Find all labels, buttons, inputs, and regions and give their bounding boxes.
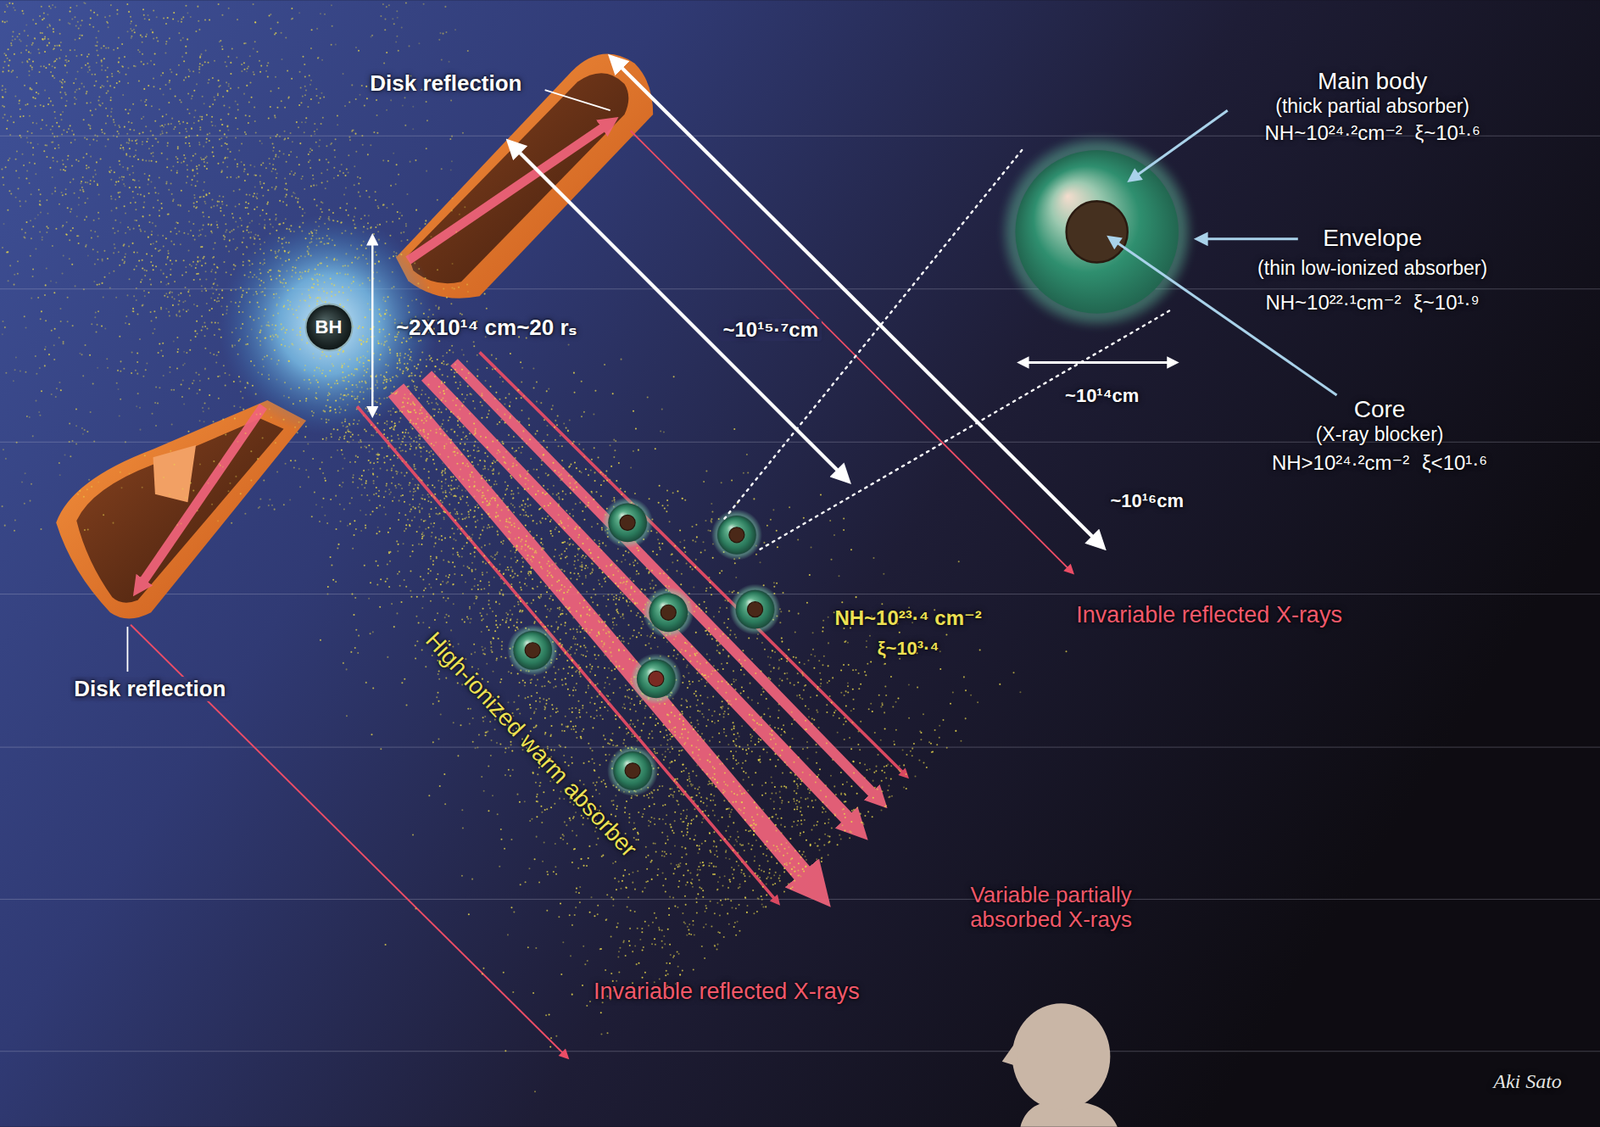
stage: Disk reflection~2X10¹⁴ cm~20 rₛ~10¹⁵·⁷cm…: [0, 0, 1600, 1127]
